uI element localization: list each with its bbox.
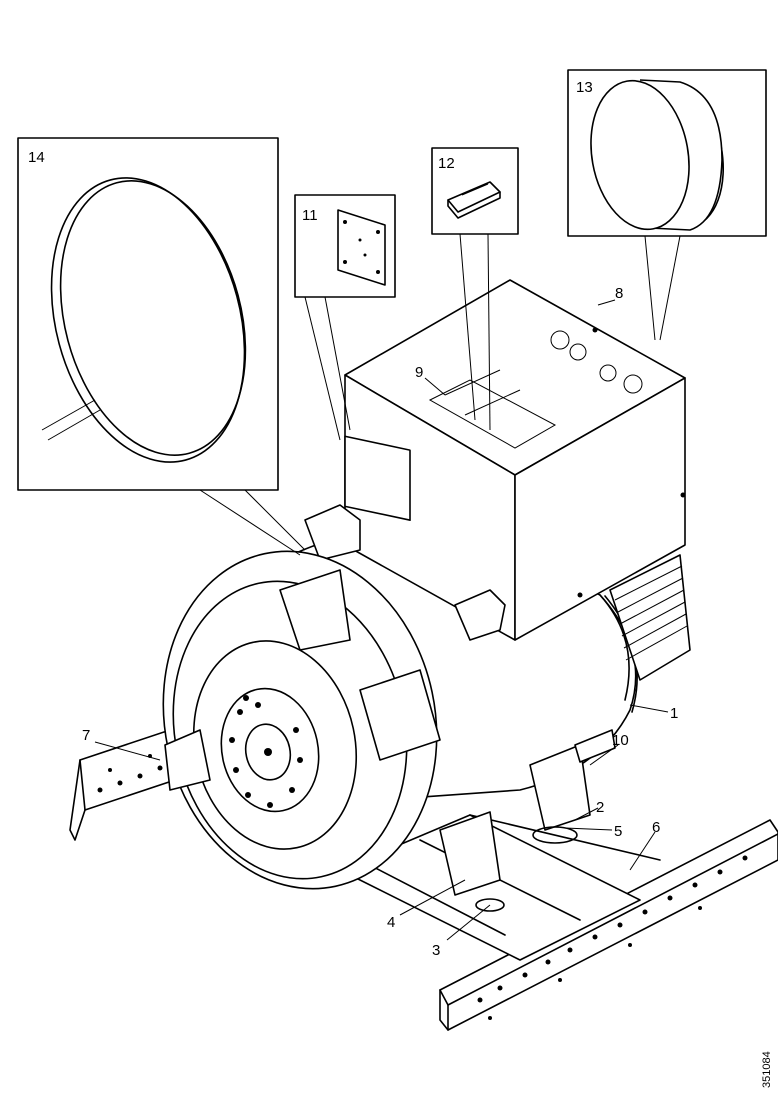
mounting-feet [164, 729, 616, 912]
callout-9: 9 [415, 364, 423, 381]
detail-box-11 [294, 194, 396, 441]
callout-12: 12 [438, 155, 455, 172]
lifting-lugs [304, 504, 506, 641]
drawing-number: 351084 [761, 1051, 773, 1088]
callout-14: 14 [28, 149, 45, 166]
callout-8: 8 [615, 285, 623, 302]
detail-box-12 [431, 147, 519, 431]
callout-7: 7 [82, 727, 90, 744]
callout-6: 6 [652, 819, 660, 836]
callout-11: 11 [302, 207, 318, 224]
detail-box-13 [567, 69, 767, 341]
rail-holes [477, 855, 748, 1020]
leader-lines [94, 299, 669, 941]
callout-3: 3 [432, 942, 440, 959]
callout-4: 4 [387, 914, 395, 931]
vent-grille [609, 554, 691, 681]
callout-1: 1 [670, 705, 678, 722]
callout-5: 5 [614, 823, 622, 840]
detail-box-14 [17, 137, 306, 556]
callout-labels: 1 2 3 4 5 6 7 8 9 10 11 12 13 14 [28, 79, 678, 959]
callout-2: 2 [596, 799, 604, 816]
end-bracket [162, 550, 441, 890]
terminal-box [344, 279, 686, 641]
callout-10: 10 [612, 732, 629, 749]
base-frame [339, 814, 778, 1031]
callout-13: 13 [576, 79, 593, 96]
